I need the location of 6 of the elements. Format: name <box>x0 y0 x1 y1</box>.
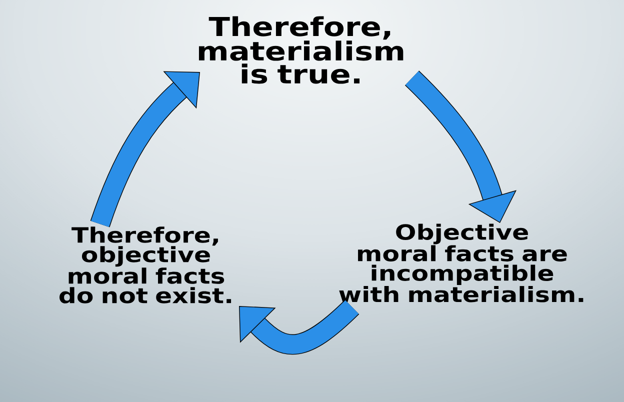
curved-arrow <box>404 70 517 223</box>
statement-text: Therefore, objective moral facts do not exist. <box>60 226 232 304</box>
statement-text: Therefore, materialism is true. <box>198 16 404 84</box>
curved-arrow <box>90 71 200 228</box>
statement-text: Objective moral facts are incompatible with materialism. <box>339 224 584 302</box>
curved-arrow <box>239 300 360 355</box>
